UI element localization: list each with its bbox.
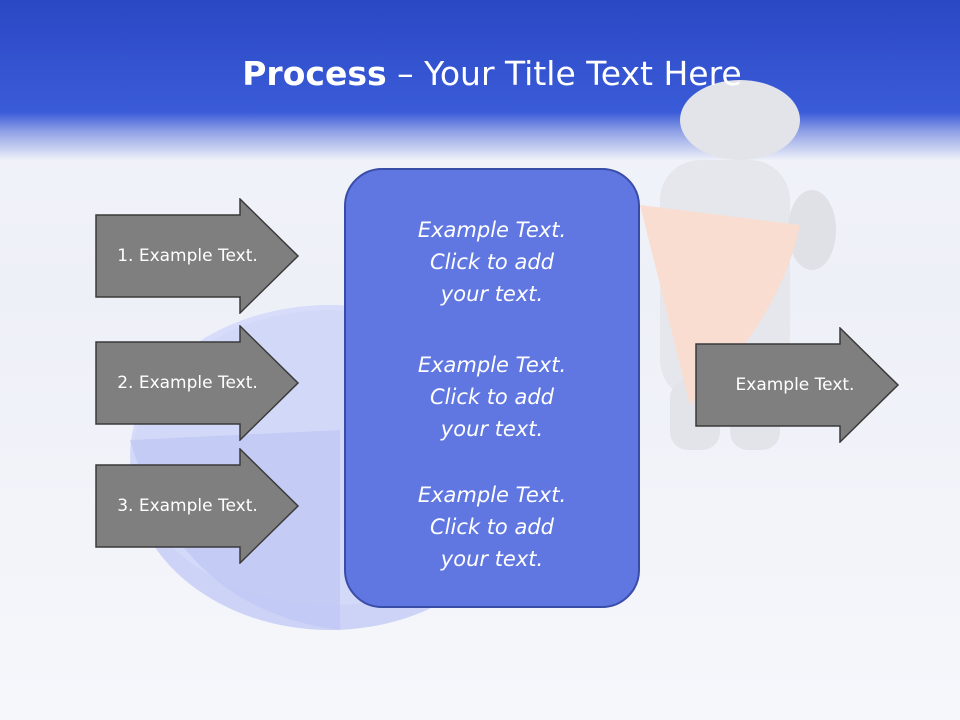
title-bar (0, 0, 960, 160)
arrow-shape-icon (95, 448, 300, 564)
slide-title: Process – Your Title Text Here (0, 52, 960, 96)
arrow-label: 3. Example Text. (117, 496, 258, 516)
process-arrow-2: 2. Example Text. (95, 325, 300, 441)
arrow-label: Example Text. (735, 375, 855, 395)
arrow-label: 2. Example Text. (117, 373, 258, 393)
arrow-label: 1. Example Text. (117, 246, 258, 266)
title-bold: Process (242, 54, 387, 93)
arrow-shape-icon (95, 325, 300, 441)
process-arrow-3: 3. Example Text. (95, 448, 300, 564)
center-text-block-2[interactable]: Example Text. Click to add your text. (417, 353, 567, 441)
center-text-block-3[interactable]: Example Text. Click to add your text. (417, 483, 567, 571)
center-content-box[interactable]: Example Text. Click to add your text. Ex… (344, 168, 640, 608)
arrow-shape-icon (95, 198, 300, 314)
process-arrow-1: 1. Example Text. (95, 198, 300, 314)
result-arrow: Example Text. (695, 327, 900, 443)
center-text-block-1[interactable]: Example Text. Click to add your text. (417, 218, 567, 306)
title-rest: – Your Title Text Here (386, 54, 742, 93)
arrow-shape-icon (695, 327, 900, 443)
